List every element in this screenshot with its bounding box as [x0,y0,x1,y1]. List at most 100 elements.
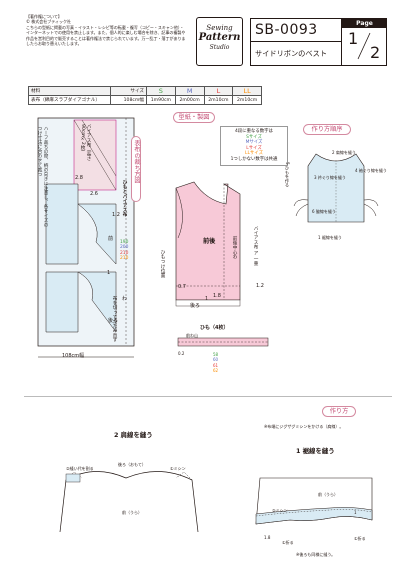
pattern-code: SB-0093 [255,22,318,38]
amount-ll: 2m10cm [232,95,262,105]
layout-label-12: 1.2 [112,212,120,218]
pattern-value-07: 0.7 [178,284,186,290]
pattern-value-18: 1.8 [213,293,221,299]
hem-seam-drawing [255,477,373,525]
layout-label-wa: わ [122,296,128,302]
step1-label-b: ②ミシン [272,508,288,513]
tie-length-s: 58 [213,352,219,357]
size-s: S [146,86,176,96]
legend-line-5: LLサイズ [245,151,263,157]
materials-table: 材料 サイズ S M L LL 表布（綿麻スラブダイアゴナル） 108cm幅 1… [28,86,262,105]
step2-title: 2 肩線を縫う [114,431,153,439]
pattern-title: 型紙・製図 [173,112,215,123]
bias-cut-note: ひもとバイアス布 [122,180,127,217]
page-total: 2 [370,43,381,62]
page-number: 1 [348,29,359,48]
step1-label-c: 1.8 [264,535,271,540]
order-step-2: 2 肩線を縫う [332,150,356,155]
materials-row: 表布（綿麻スラブダイアゴナル） 108cm幅 1m90cm 2m00cm 2m1… [28,95,262,105]
page-tag: Page [342,19,387,28]
step2-label-b: 後ろ（おもて） [118,462,146,467]
making-order-title: 作り方順序 [303,124,351,135]
notice-body: こちらの型紙に掲載の写真・イラスト・レシピ等の転載・複写（コピー・スキャン他）・… [26,24,186,47]
step2-label-c: ①ミシン [170,466,186,471]
tie-strip-drawing [177,337,269,347]
header-box: SB-0093 サイドリボンのベスト Page 1 2 [250,18,387,66]
cutting-layout-diagram [37,117,135,358]
materials-head-label: 材料 [28,86,111,96]
size-ll: LL [232,86,262,96]
fabric-name: 表布（綿麻スラブダイアゴナル） [28,95,111,105]
legend-line-3: Mサイズ [245,140,263,146]
tie-length-m: 60 [213,357,219,363]
pattern-value-1: 1 [205,296,209,302]
tie-strip-lengths: 58 60 61 62 [213,352,218,374]
tie-strip-width: 0.2 [178,351,185,356]
size-l: L [203,86,234,96]
cutting-layout-title: 表布の裁ち方図 [131,136,141,202]
step2-label-d: 前（うら） [122,510,142,515]
method-note: ※布端にジグザグミシンをかける（肩線）。 [264,424,344,429]
tie-position-label: ひもつけ位置 [160,250,165,278]
order-step-5: 5 ひもを作る [285,162,290,187]
length-s: 190 [120,240,129,245]
size-m: M [174,86,205,96]
layout-label-26: 2.6 [90,191,98,197]
tie-strip-title: ひも（4枚） [200,325,229,331]
logo-line-1: Sewing [206,24,233,32]
notice-title: 【著作権について】 [26,14,62,19]
shoulder-seam-drawing [59,471,199,533]
step1-title: 1 裾線を縫う [296,447,335,455]
vest-order-drawing [293,153,379,223]
size-legend: 4段に重なる数字は Sサイズ Mサイズ Lサイズ LLサイズ 1つしかない数字は… [220,126,288,166]
legend-line-4: Lサイズ [246,145,262,151]
length-m: 200 [120,245,129,251]
pattern-value-12: 1.2 [256,283,264,289]
amount-m: 2m00cm [174,95,205,105]
page-slash [357,32,371,60]
step1-label-f: ①折る [354,536,366,541]
length-labels: 190 200 210 210 [120,240,128,262]
copyright-notice: 【著作権について】 © 株式会社ブティック社 こちらの型紙に掲載の写真・イラスト… [26,14,186,46]
order-step-3: 3 衿ぐり線を縫う [314,175,346,180]
back-label: 後ろ [190,303,201,309]
pattern-piece-drawing [175,181,241,307]
page-box: Page 1 2 [341,19,387,65]
order-step-1: 1 裾線を縫う [318,235,342,240]
layout-side-note: ハーフ裁ちの際、柄の向きに注意し、各サイズのつけ寸法に合わせて裁つ [37,126,48,228]
layout-label-front: 前 [108,236,114,242]
step1-label-e: 1 [354,510,357,515]
header-divider [251,41,341,42]
fold-note: 布を切ってたたみ直す [112,296,117,342]
fabric-width: 108cm幅 [110,95,147,105]
layout-label-back: 後ろ [108,318,119,324]
method-title: 作り方 [322,406,356,417]
amount-s: 1m90cm [146,95,176,105]
notice-copyright: © 株式会社ブティック社 [26,19,72,25]
step1-note: ※後ろも同様に縫う。 [296,552,336,557]
amount-l: 2m10cm [203,95,234,105]
brand-logo: Sewing Pattern Studio [196,17,243,66]
pattern-title: サイドリボンのベスト [255,49,328,58]
logo-line-2: Pattern [198,32,241,43]
layout-label-1: 1 [107,270,111,276]
order-step-4: 4 袖ぐり線を縫う [355,168,387,173]
center-fold-label: 前後中心わ [232,236,237,259]
bias-strip-label: バイアス布 ア 一重 [253,226,258,266]
legend-line-1: 4段に重なる数字は [235,129,273,134]
step1-label-d: ①折る [282,540,294,545]
materials-header-row: 材料 サイズ S M L LL [28,86,262,96]
step1-label-a: 前（うら） [318,492,338,497]
layout-width-label: 108cm幅 [62,353,85,359]
legend-line-6: 1つしかない数字は共通 [230,156,278,162]
order-step-6: 6 脇線を縫う [312,209,336,214]
legend-line-2: Sサイズ [246,134,262,140]
layout-label-28: 2.8 [75,175,83,181]
materials-size-label: サイズ [110,86,147,96]
bias-cut-label: バイアス布（長さ90cm×2枚） [80,124,91,161]
length-l: 210 [120,250,129,256]
front-back-label: 前後 [203,238,216,245]
tie-length-ll: 62 [213,368,219,374]
length-ll: 210 [120,256,129,262]
logo-line-3: Studio [209,44,230,51]
